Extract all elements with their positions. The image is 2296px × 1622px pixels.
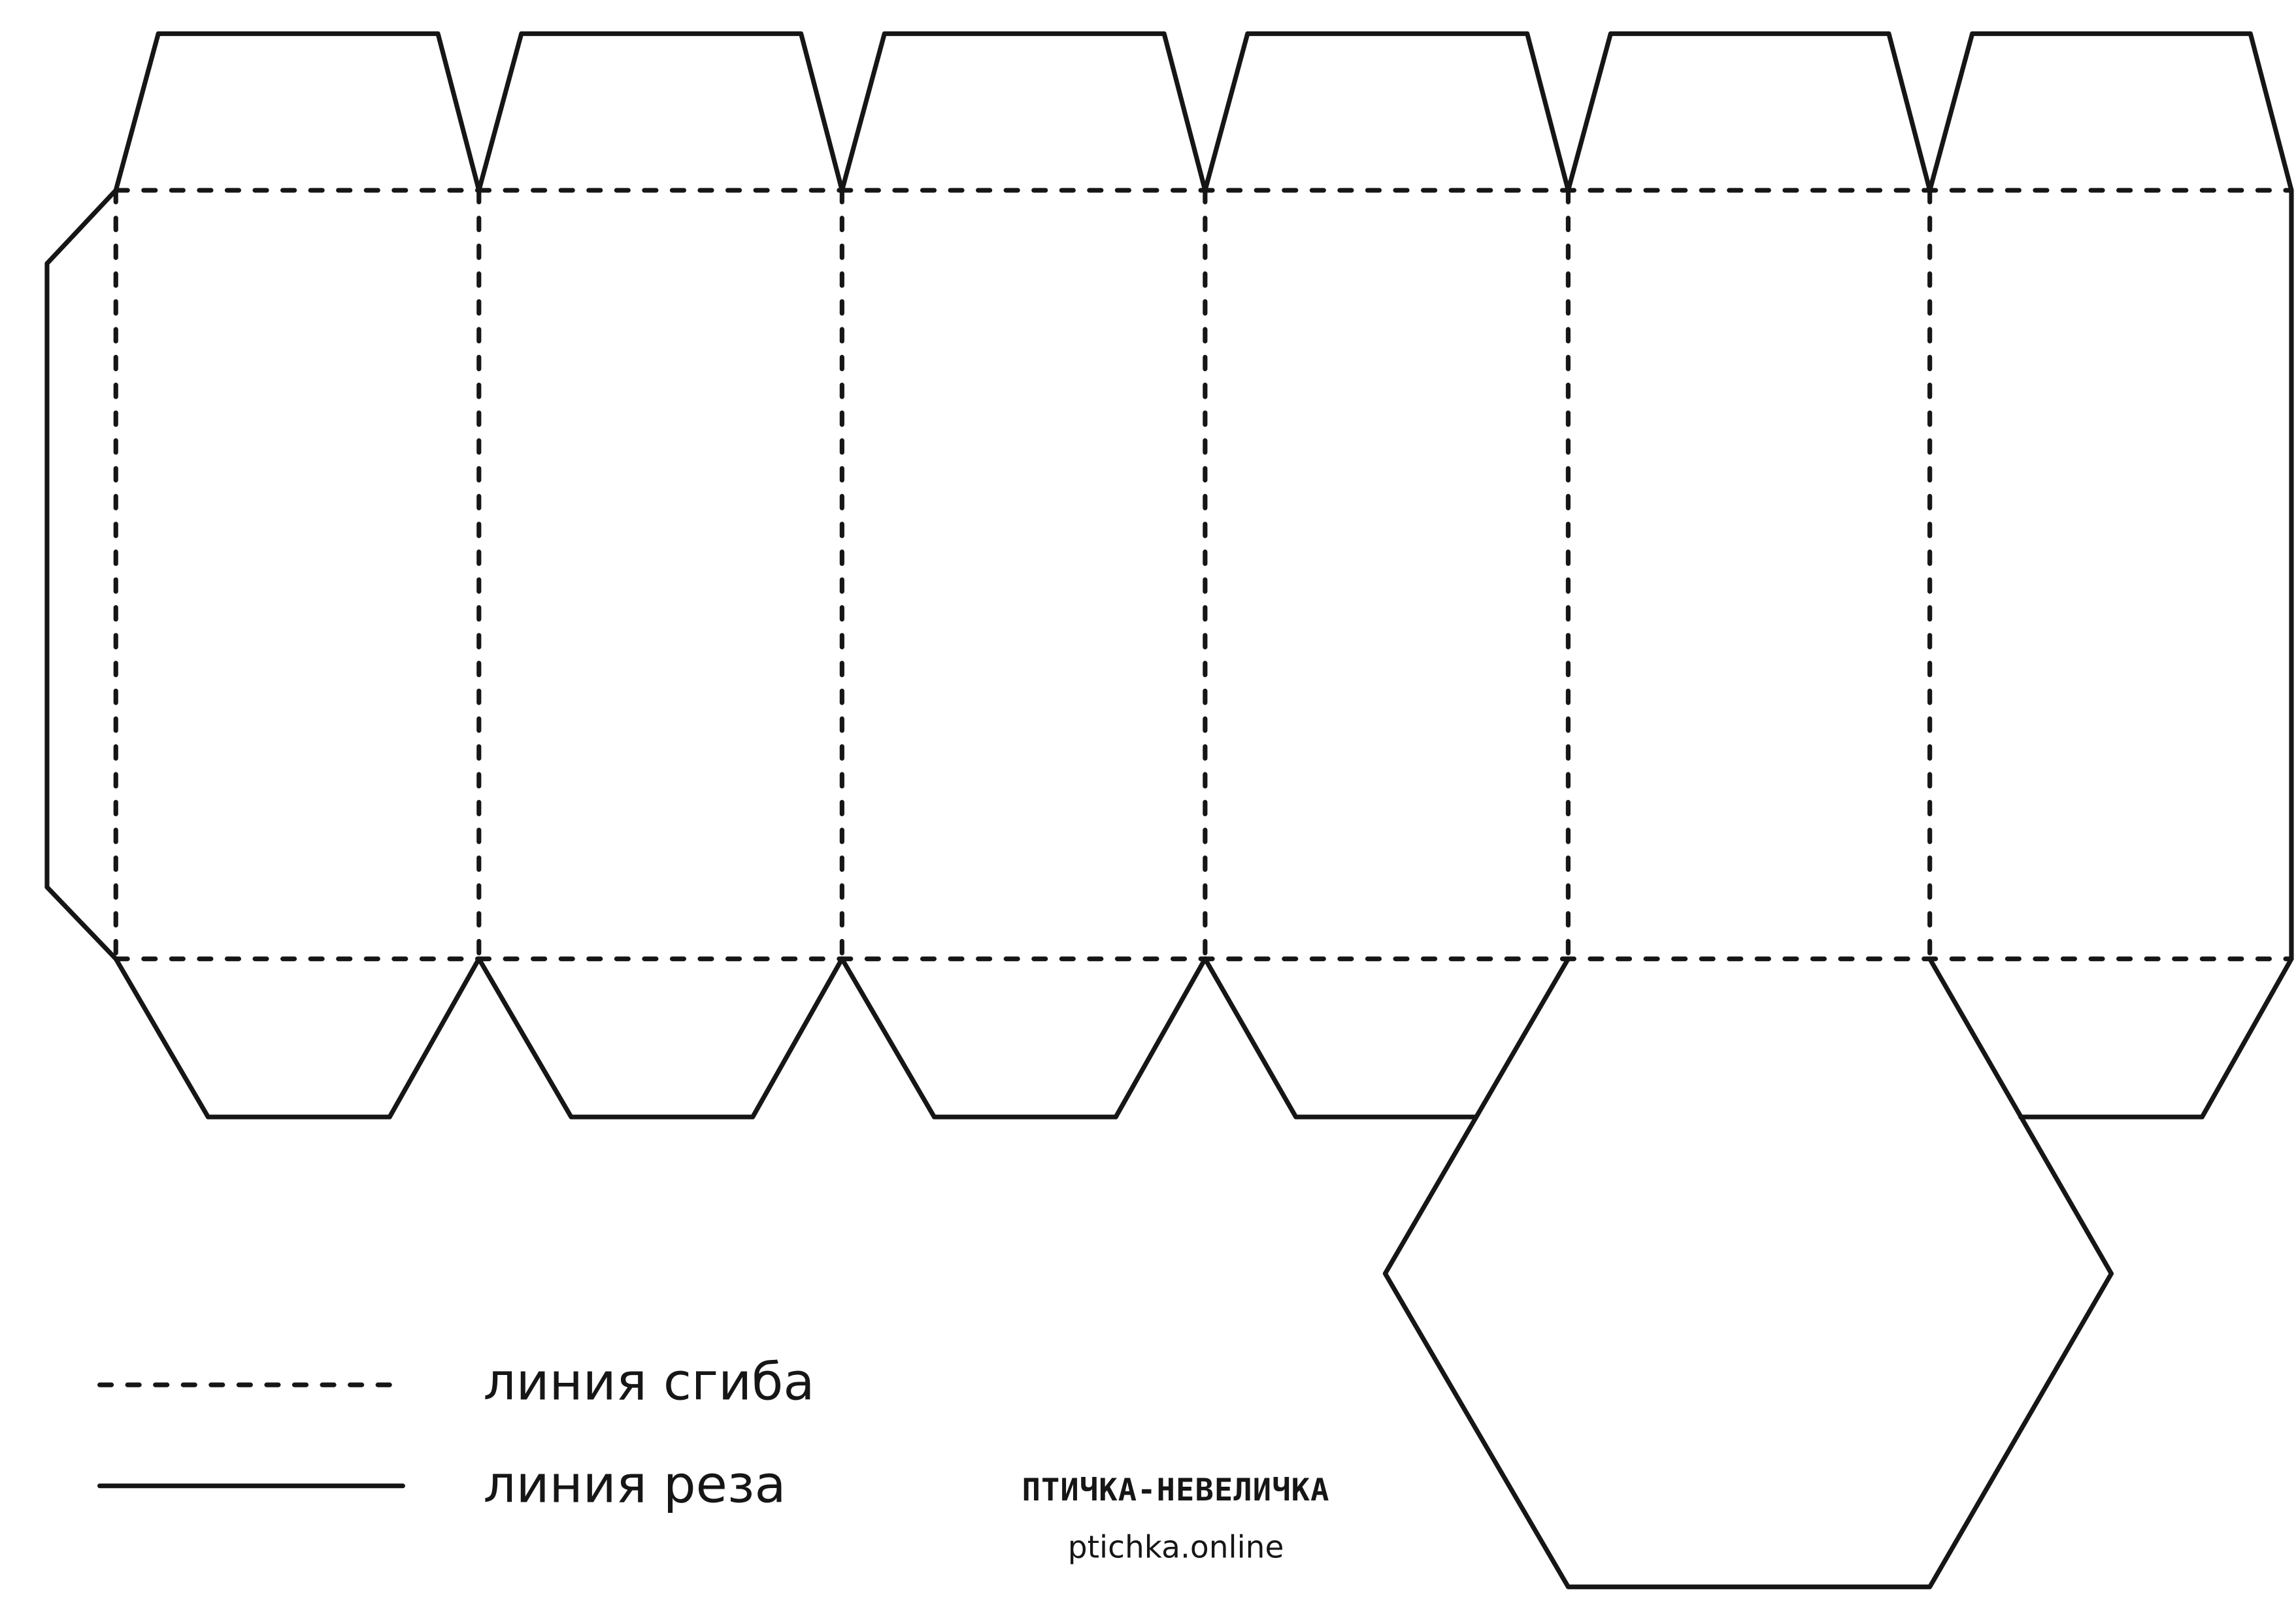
- bottom-flap-4: [1203, 956, 1478, 1119]
- top-flap-3: [839, 31, 1208, 193]
- top-flap-5: [1565, 31, 1933, 193]
- brand-logo: ПТИЧКА-НЕВЕЛИЧКА ptichka.online: [1022, 1472, 1330, 1565]
- left-glue-tab: [44, 188, 118, 961]
- cut-lines: [44, 31, 2294, 1589]
- bottom-flap-3: [839, 956, 1208, 1119]
- bottom-flap-2: [476, 956, 844, 1119]
- top-flap-2: [476, 31, 844, 193]
- legend: линия сгиба линия реза: [97, 1353, 815, 1514]
- bottom-flap-1: [113, 956, 482, 1119]
- fold-lines: [113, 188, 2294, 961]
- brand-url: ptichka.online: [1068, 1529, 1284, 1565]
- brand-name: ПТИЧКА-НЕВЕЛИЧКА: [1022, 1472, 1330, 1508]
- legend-fold-label: линия сгиба: [484, 1353, 815, 1412]
- hexagon-base: [1382, 956, 2114, 1589]
- bottom-flap-6: [2018, 956, 2294, 1119]
- top-flap-4: [1203, 31, 1571, 193]
- top-flap-6: [1927, 31, 2294, 193]
- legend-cut-label: линия реза: [484, 1455, 786, 1514]
- top-flap-1: [113, 31, 482, 193]
